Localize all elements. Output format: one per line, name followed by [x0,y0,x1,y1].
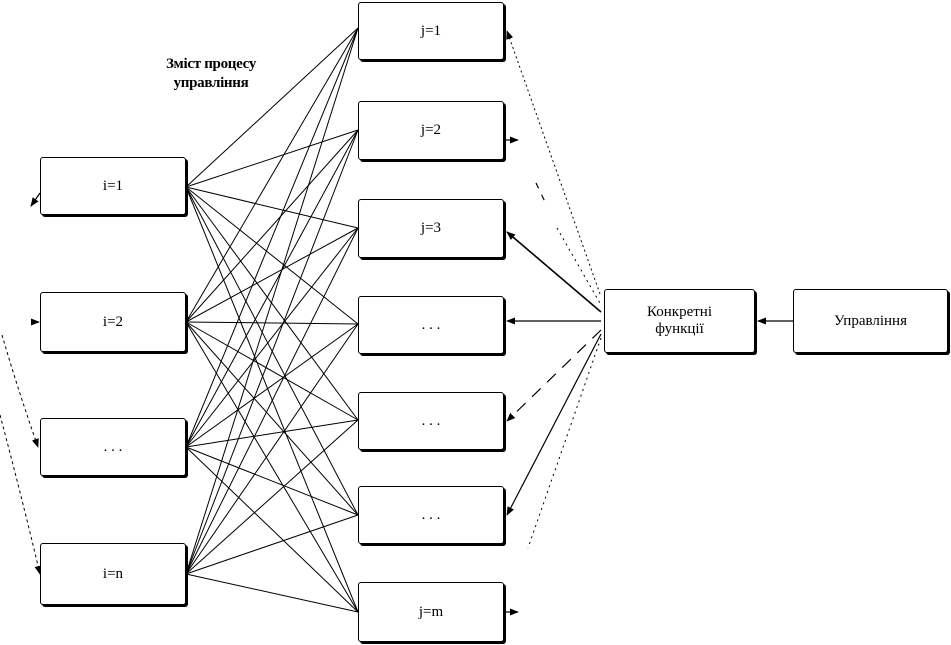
connection-line-i1-j2 [185,129,359,188]
right-box-j1: j=1 [358,2,504,60]
connection-line-i3-j6 [185,446,359,516]
connection-line-i1-j4 [185,186,359,325]
connection-line-i4-j7 [185,573,359,613]
caption-line-2: управління [173,75,249,91]
dotted-guide-lower [527,337,602,549]
connection-line-i4-j5 [185,419,359,575]
left-box-ellipsis: . . . [40,418,186,476]
connection-line-i4-j1 [185,27,359,575]
right-box-ellipsis-1: . . . [358,296,504,354]
i-to-j-connection-mesh [185,27,359,613]
caption-line-1: Зміст процесу [165,56,257,72]
functions-line-1: Конкретні [647,304,712,320]
connection-line-i1-j1 [185,27,359,188]
process-content-caption: Зміст процесу управління [126,55,296,93]
dashed-arrow-to-j5 [506,329,602,422]
left-box-in: i=n [40,543,186,605]
connection-line-i3-j3 [185,227,359,448]
connection-line-i3-j2 [185,129,359,448]
right-box-j2: j=2 [358,101,504,160]
connection-line-i1-j7 [185,186,359,613]
connection-line-i1-j3 [185,186,359,229]
connection-line-i2-j4 [185,321,359,325]
j-side-arrows [505,136,519,616]
specific-functions-box: Конкретні функції [604,289,755,353]
connector-dashed-to-dots [1,334,39,448]
right-box-ellipsis-2: . . . [358,392,504,450]
connection-line-i2-j6 [185,321,359,516]
management-box: Управління [793,289,948,353]
connection-line-i3-j7 [185,446,359,613]
dotted-arrow-to-j1 [506,30,601,295]
functions-line-2: функції [655,321,704,337]
connection-line-i4-j3 [185,227,359,575]
dotted-guide-upper [556,227,602,306]
function-arrows [506,30,793,549]
left-connectors [0,192,42,575]
connection-line-i2-j5 [185,321,359,421]
connection-line-i4-j4 [185,323,359,575]
right-box-j3: j=3 [358,199,504,258]
dashed-arrow-to-j2 [535,182,547,205]
connection-line-i4-j2 [185,129,359,575]
connection-line-i2-j3 [185,227,359,323]
connection-line-i1-j5 [185,186,359,421]
connection-line-i2-j1 [185,27,359,323]
connection-line-i2-j7 [185,321,359,613]
connector-dashed-to-in [0,414,42,575]
connection-line-i4-j6 [185,514,359,575]
arrow-to-j6 [506,333,602,516]
connection-line-i3-j5 [185,419,359,448]
arrow-to-j3 [506,231,602,313]
right-box-ellipsis-3: . . . [358,486,504,544]
connection-line-i2-j2 [185,129,359,323]
right-box-jm: j=m [358,582,504,642]
left-box-i1: i=1 [40,157,186,215]
connector-i1-left [30,192,41,207]
connection-line-i3-j1 [185,27,359,448]
left-box-i2: i=2 [40,292,186,352]
connection-line-i3-j4 [185,323,359,448]
